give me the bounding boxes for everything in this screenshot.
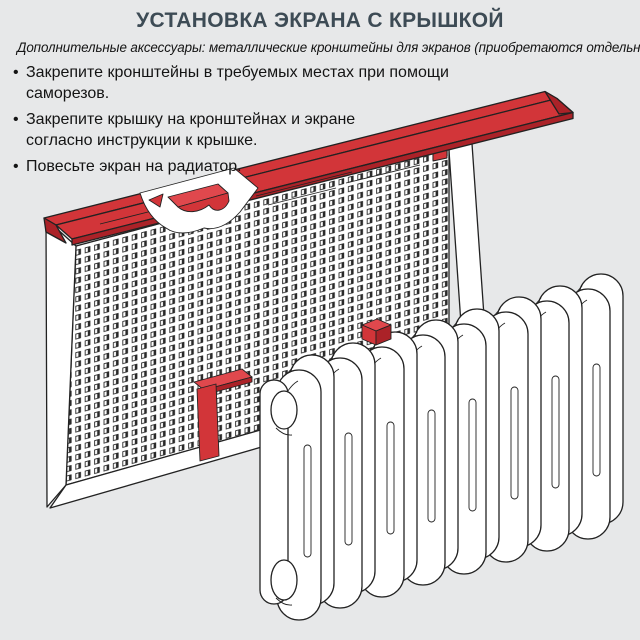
wall-bracket	[193, 368, 253, 462]
radiator-top-hub	[270, 390, 298, 430]
cover-left-endcap	[43, 217, 67, 244]
cover-right-endcap	[544, 90, 574, 115]
step-line: Повесьте экран на радиатор.	[26, 158, 242, 175]
step-text: Повесьте экран на радиатор.	[26, 156, 242, 177]
bullet-marker: •	[13, 111, 19, 128]
accessories-note: Дополнительные аксессуары: металлические…	[17, 40, 640, 55]
radiator-hook-bracket	[361, 318, 392, 346]
step-line: согласно инструкции к крышке.	[26, 132, 258, 149]
step-fix-brackets: • Закрепите кронштейны в требуемых места…	[13, 62, 449, 104]
cover-cutaway	[139, 167, 259, 234]
radiator	[259, 273, 624, 621]
radiator-end-face	[259, 379, 298, 606]
step-line: Закрепите крышку на кронштейнах и экране	[26, 111, 356, 128]
step-line: саморезов.	[26, 85, 110, 102]
bullet-marker: •	[13, 64, 19, 81]
top-cover	[43, 90, 574, 246]
step-fix-cover: • Закрепите крышку на кронштейнах и экра…	[13, 109, 449, 151]
instruction-steps: • Закрепите кронштейны в требуемых места…	[13, 62, 449, 182]
step-line: Закрепите кронштейны в требуемых местах …	[26, 64, 449, 81]
cover-groove-lines	[99, 138, 469, 225]
step-text: Закрепите кронштейны в требуемых местах …	[26, 62, 449, 104]
step-hang-screen: • Повесьте экран на радиатор.	[13, 156, 449, 177]
cover-bracket	[148, 183, 230, 213]
radiator-bottom-hub	[270, 559, 298, 601]
step-text: Закрепите крышку на кронштейнах и экране…	[26, 109, 355, 151]
bullet-marker: •	[13, 158, 19, 175]
page-title: УСТАНОВКА ЭКРАНА С КРЫШКОЙ	[136, 9, 504, 32]
